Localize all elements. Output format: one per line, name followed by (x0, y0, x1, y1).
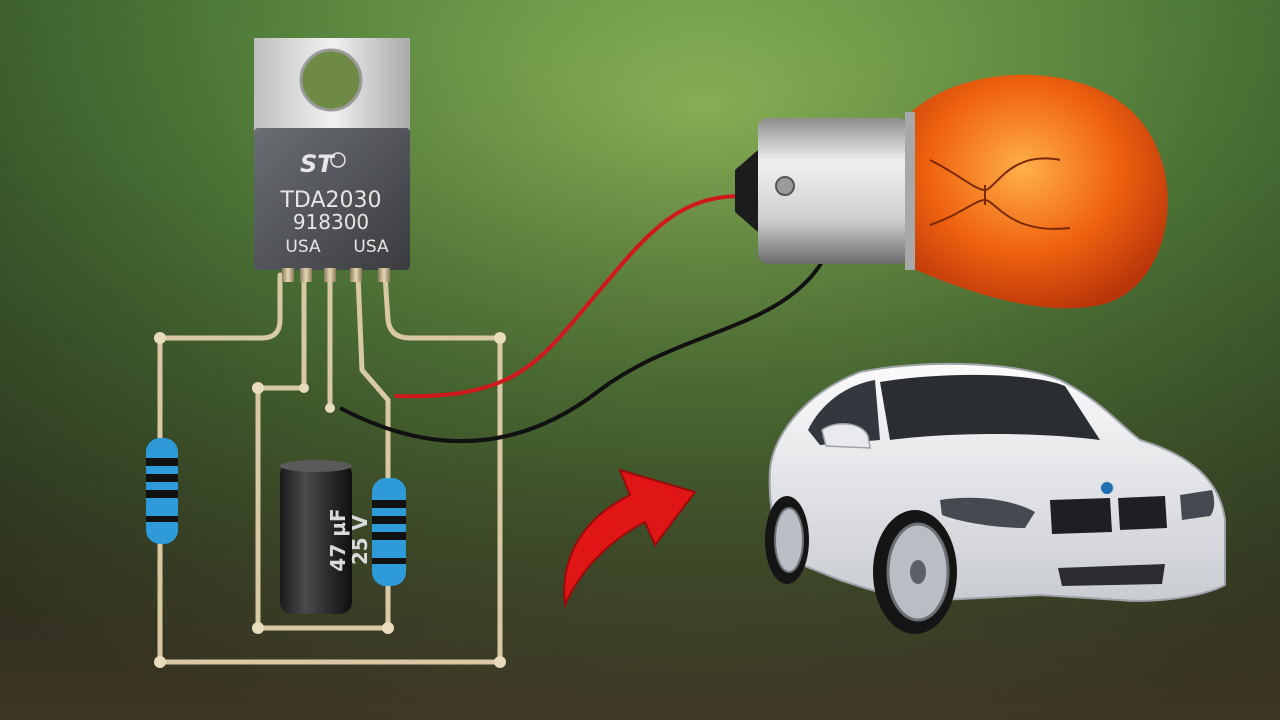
car-headlight-right (1180, 490, 1215, 520)
chip-origin-left: USA (285, 237, 321, 257)
chip-origin-right: USA (353, 237, 389, 257)
car-rear-wheel (765, 496, 809, 584)
wire-joints (154, 332, 506, 668)
chip-mounting-hole (299, 48, 363, 112)
chip-lot-code: 918300 (293, 210, 369, 234)
chip-body (254, 128, 410, 270)
car-badge (1099, 480, 1115, 496)
wire-red (394, 194, 743, 399)
car-grille (1050, 496, 1167, 534)
arrow-curved-icon (563, 468, 697, 609)
bulb-filament (929, 157, 1071, 230)
chip-logo: ST (300, 150, 335, 178)
capacitor-voltage-label: 25 V (348, 514, 372, 565)
bulb-glass (905, 74, 1168, 309)
car-bulb (735, 74, 1168, 309)
car-headlight-left (940, 497, 1035, 528)
tda2030-chip: ST TDA2030 918300 USA USA (254, 38, 410, 282)
car-front-wheel (873, 510, 957, 634)
capacitor: 47 µF 25 V (280, 460, 372, 614)
chip-part-number: TDA2030 (279, 188, 381, 213)
white-car (765, 362, 1226, 634)
capacitor-capacitance-label: 47 µF (326, 508, 350, 571)
wire-black (339, 260, 824, 443)
circuit-wiring (157, 272, 503, 665)
car-lower-intake (1058, 564, 1165, 586)
car-mirror (821, 423, 871, 449)
resistor-right (372, 478, 406, 586)
car-windshield (880, 374, 1100, 440)
resistor-left (146, 438, 178, 544)
bulb-socket (758, 118, 908, 264)
